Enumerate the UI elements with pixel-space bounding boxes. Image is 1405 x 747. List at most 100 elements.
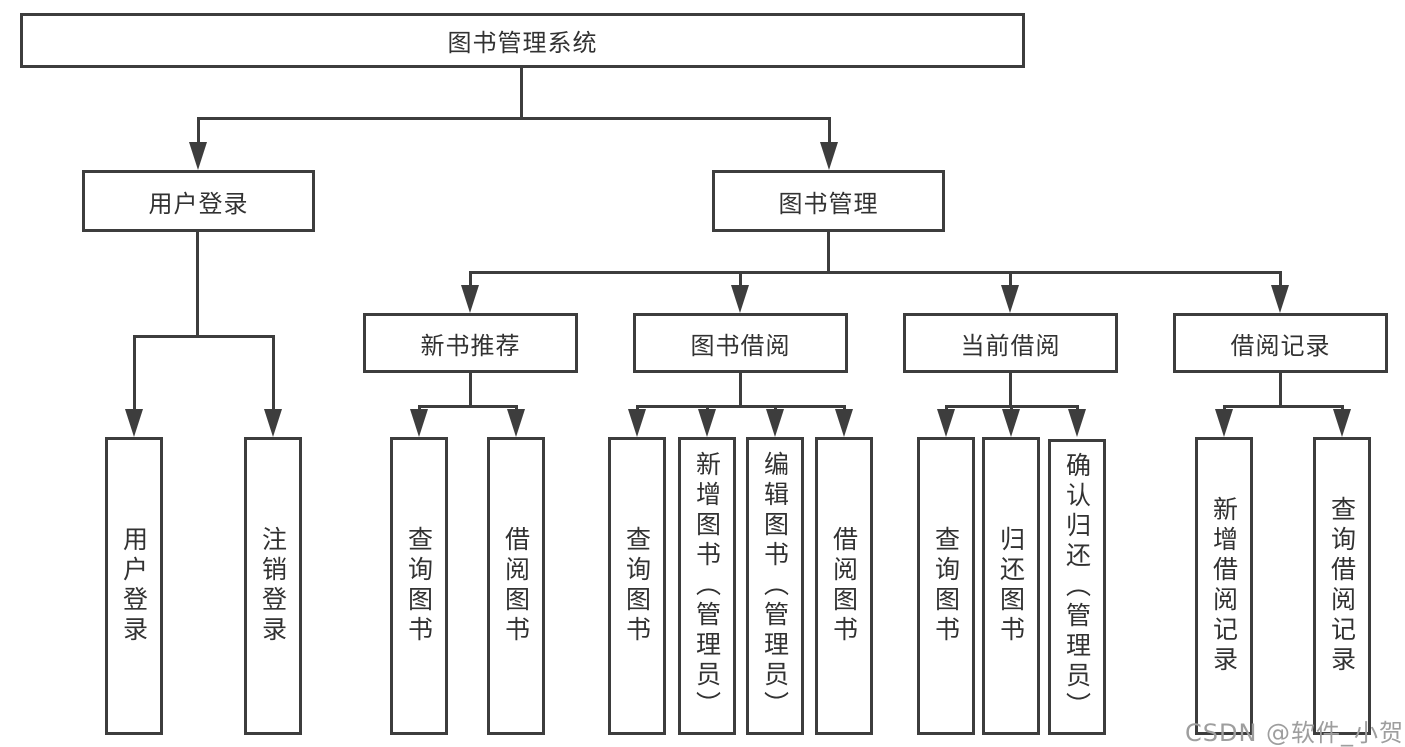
leaf-query-borrow-record: 查询借阅记录 <box>1313 437 1371 735</box>
node-label: 查询借阅记录 <box>1327 496 1357 676</box>
arrow-head-icon <box>410 409 428 437</box>
leaf-user-login: 用户登录 <box>105 437 163 735</box>
node-label: 新增借阅记录 <box>1209 496 1239 676</box>
node-label: 借阅记录 <box>1230 331 1331 360</box>
leaf-logout: 注销登录 <box>244 437 302 735</box>
arrow-head-icon <box>1333 409 1351 437</box>
arrow-to-leaf-add-record <box>1215 405 1233 437</box>
arrow-shaft <box>1008 271 1012 285</box>
node-label: 图书借阅 <box>690 331 791 360</box>
connector-current-stem <box>1009 373 1012 405</box>
arrow-head-icon <box>820 142 838 170</box>
arrow-shaft <box>468 271 472 285</box>
leaf-add-borrow-record: 新增借阅记录 <box>1195 437 1253 735</box>
node-borrow-records: 借阅记录 <box>1173 313 1388 373</box>
leaf-return-books: 归还图书 <box>982 437 1040 735</box>
arrow-shaft <box>1340 405 1344 409</box>
arrow-to-leaf-confirm-return <box>1068 405 1086 437</box>
leaf-query-books-borrow: 查询图书 <box>608 437 666 735</box>
node-label: 新书推荐 <box>420 331 521 360</box>
leaf-edit-books-admin: 编辑图书（管理员） <box>746 437 804 735</box>
arrow-to-current-borrow <box>1001 271 1019 313</box>
arrow-head-icon <box>507 409 525 437</box>
arrow-head-icon <box>835 409 853 437</box>
leaf-confirm-return-admin: 确认归还（管理员） <box>1048 439 1106 735</box>
arrow-shaft <box>738 271 742 285</box>
arrow-head-icon <box>1002 409 1020 437</box>
arrow-to-leaf-borrow-books-2 <box>835 405 853 437</box>
node-label: 当前借阅 <box>960 331 1061 360</box>
arrow-to-book-management <box>820 117 838 170</box>
node-book-management: 图书管理 <box>712 170 945 232</box>
arrow-to-book-borrow <box>731 271 749 313</box>
arrow-to-leaf-add-books <box>698 405 716 437</box>
connector-borrow-stem <box>739 373 742 405</box>
connector-records-rail <box>1224 405 1342 408</box>
arrow-to-leaf-borrow-books-1 <box>507 405 525 437</box>
arrow-to-leaf-return-books <box>1002 405 1020 437</box>
arrow-shaft <box>827 117 831 142</box>
node-new-book-recommend: 新书推荐 <box>363 313 578 373</box>
node-label: 查询图书 <box>622 526 652 646</box>
leaf-query-books-current: 查询图书 <box>917 437 975 735</box>
arrow-head-icon <box>1068 409 1086 437</box>
arrow-head-icon <box>937 409 955 437</box>
arrow-to-leaf-query-books-1 <box>410 405 428 437</box>
csdn-watermark: CSDN @软件_小贺同学 <box>1185 719 1405 747</box>
arrow-shaft <box>842 405 846 409</box>
arrow-head-icon <box>731 285 749 313</box>
arrow-shaft <box>271 335 275 409</box>
arrow-shaft <box>1278 271 1282 285</box>
connector-book-management-stem <box>827 232 830 271</box>
node-label: 查询图书 <box>931 526 961 646</box>
connector-book-management-rail <box>470 271 1280 274</box>
arrow-head-icon <box>698 409 716 437</box>
node-label: 借阅图书 <box>829 526 859 646</box>
leaf-add-books-admin: 新增图书（管理员） <box>678 437 736 735</box>
arrow-shaft <box>1222 405 1226 409</box>
leaf-borrow-books: 借阅图书 <box>815 437 873 735</box>
connector-root-rail <box>197 117 830 120</box>
arrow-shaft <box>1009 405 1013 409</box>
node-label: 编辑图书（管理员） <box>760 451 790 721</box>
node-user-login: 用户登录 <box>82 170 315 232</box>
node-label: 确认归还（管理员） <box>1062 452 1092 722</box>
connector-user-login-rail <box>133 335 273 338</box>
arrow-head-icon <box>628 409 646 437</box>
node-book-borrow: 图书借阅 <box>633 313 848 373</box>
arrow-head-icon <box>766 409 784 437</box>
node-label: 用户登录 <box>148 189 249 218</box>
connector-borrow-rail <box>637 405 844 408</box>
connector-root-stem <box>520 68 523 117</box>
arrow-shaft <box>944 405 948 409</box>
connector-records-stem <box>1279 373 1282 405</box>
connector-recommend-stem <box>469 373 472 405</box>
arrow-shaft <box>705 405 709 409</box>
connector-user-login-stem <box>196 232 199 335</box>
arrow-to-leaf-query-books-3 <box>937 405 955 437</box>
arrow-to-new-book-recommend <box>461 271 479 313</box>
node-label: 图书管理 <box>778 189 879 218</box>
arrow-to-leaf-user-login <box>125 335 143 437</box>
node-label: 图书管理系统 <box>447 29 598 57</box>
arrow-head-icon <box>125 409 143 437</box>
arrow-to-borrow-records <box>1271 271 1289 313</box>
arrow-head-icon <box>189 142 207 170</box>
node-root-library-system: 图书管理系统 <box>20 13 1025 68</box>
arrow-to-leaf-query-record <box>1333 405 1351 437</box>
node-current-borrow: 当前借阅 <box>903 313 1118 373</box>
leaf-borrow-books-recommend: 借阅图书 <box>487 437 545 735</box>
arrow-head-icon <box>1001 285 1019 313</box>
arrow-shaft <box>417 405 421 409</box>
arrow-head-icon <box>264 409 282 437</box>
arrow-shaft <box>196 117 200 142</box>
arrow-shaft <box>773 405 777 409</box>
node-label: 用户登录 <box>119 526 149 646</box>
node-label: 借阅图书 <box>501 526 531 646</box>
leaf-query-books-recommend: 查询图书 <box>390 437 448 735</box>
arrow-shaft <box>132 335 136 409</box>
arrow-shaft <box>514 405 518 409</box>
node-label: 注销登录 <box>258 526 288 646</box>
connector-recommend-rail <box>419 405 516 408</box>
